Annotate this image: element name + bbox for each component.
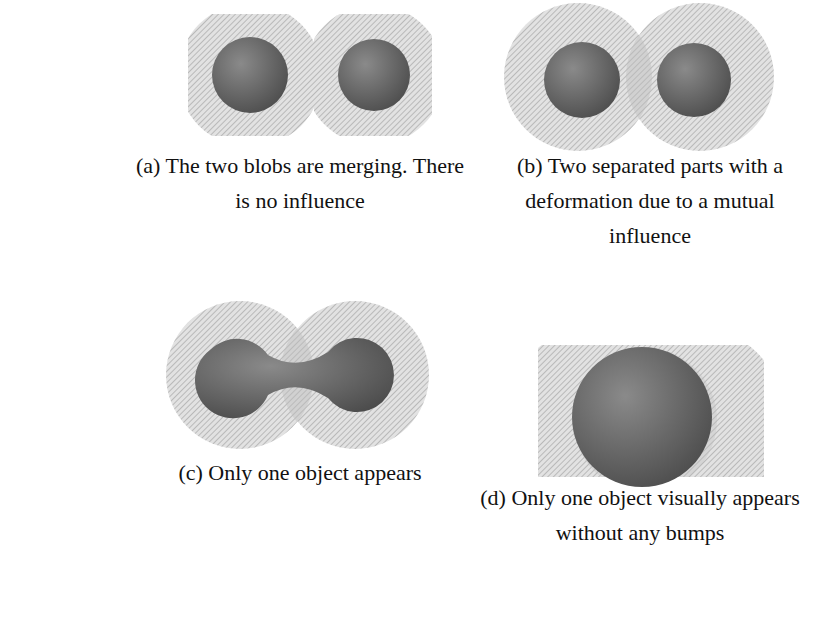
panel-a <box>178 3 444 147</box>
panel-b <box>504 3 774 151</box>
panel-caption: (b) Two separated parts with a deformati… <box>485 148 815 253</box>
panel-caption: (d) Only one object visually appears wit… <box>480 480 800 550</box>
panel-caption: (a) The two blobs are merging. There is … <box>135 148 465 218</box>
panel-c <box>166 301 429 449</box>
panel-caption: (c) Only one object appears <box>135 455 465 490</box>
